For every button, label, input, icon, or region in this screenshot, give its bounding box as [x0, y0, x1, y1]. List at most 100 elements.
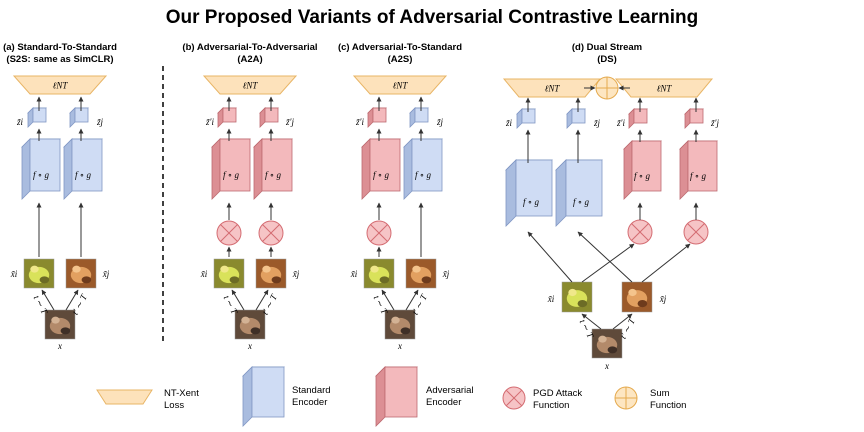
standard-encoder-icon: [242, 366, 285, 427]
input-label: x: [247, 341, 252, 351]
projection-head: [409, 107, 429, 128]
augmented-image-left: [23, 258, 55, 289]
adversarial-encoder: [211, 138, 251, 200]
augmented-image-left: [363, 258, 395, 289]
encoder-label: f ∘ g: [573, 197, 589, 207]
augmented-image-left: [561, 281, 593, 313]
legend-standard-label: Standard: [292, 385, 331, 396]
standard-encoder: [63, 138, 103, 200]
input-label: x: [57, 341, 62, 351]
t-right-label: t′ ∼ T: [410, 292, 429, 317]
legend: NT-XentLossStandardEncoderAdversarialEnc…: [96, 366, 686, 427]
pgd-attack-icon: [258, 220, 284, 246]
encoder-label: f ∘ g: [223, 170, 239, 180]
panel-title: (d) Dual Stream: [572, 42, 642, 53]
x-right-label: x̃j: [659, 294, 667, 304]
arrow-augment-right: [65, 289, 79, 311]
encoder-label: f ∘ g: [634, 171, 650, 181]
panel-title: (b) Adversarial-To-Adversarial: [182, 42, 317, 53]
adversarial-encoder: [623, 140, 662, 200]
encoder-label: f ∘ g: [415, 170, 431, 180]
arrow-augment-left: [381, 289, 395, 311]
input-image: [384, 309, 416, 340]
input-image: [234, 309, 266, 340]
projection-head: [516, 108, 536, 129]
input-image: [44, 309, 76, 340]
x-right-label: x̃j: [292, 269, 300, 279]
arrow-augment-right: [405, 289, 419, 311]
projection-head: [259, 107, 279, 128]
adversarial-encoder-icon: [375, 366, 418, 427]
z-right-label: z̃j: [96, 117, 104, 127]
arrow-right-to-standard: [577, 231, 633, 283]
panel-title: (a) Standard-To-Standard: [3, 42, 117, 53]
panel-s2s: (a) Standard-To-Standard(S2S: same as Si…: [3, 42, 117, 351]
pgd-attack-icon: [502, 386, 526, 410]
legend-adversarial-label: Adversarial: [426, 385, 474, 396]
nt-xent-loss-adversarial: ℓNT: [614, 78, 714, 98]
loss-label: ℓNT: [53, 81, 69, 91]
augmented-image-right: [255, 258, 287, 289]
augmented-image-right: [405, 258, 437, 289]
legend-sum-label: Sum: [650, 388, 670, 399]
arrow-augment-right: [255, 289, 269, 311]
input-image: [591, 328, 623, 359]
projection-head: [684, 108, 704, 129]
encoder-label: f ∘ g: [690, 171, 706, 181]
t-right-label: t′ ∼ T: [260, 292, 279, 317]
loss-label: ℓNT: [393, 81, 409, 91]
panel-subtitle: (A2A): [237, 54, 262, 65]
arrow-left-to-standard: [527, 231, 573, 283]
adversarial-encoder: [361, 138, 401, 200]
legend-loss-label: NT-Xent: [164, 388, 199, 399]
augmented-image-right: [65, 258, 97, 289]
panel-title: (c) Adversarial-To-Standard: [338, 42, 462, 53]
encoder-label: f ∘ g: [265, 170, 281, 180]
arrow-right-to-pgd: [641, 243, 691, 283]
panel-subtitle: (S2S: same as SimCLR): [6, 54, 113, 65]
sum-icon: [614, 386, 638, 410]
legend-standard-label-2: Encoder: [292, 397, 327, 408]
x-right-label: x̃j: [102, 269, 110, 279]
arrow-augment-left: [41, 289, 55, 311]
encoder-label: f ∘ g: [373, 170, 389, 180]
loss-label: ℓNT: [243, 81, 259, 91]
z-right-label: z̃′j: [285, 117, 294, 127]
arrow-augment-left: [581, 313, 602, 330]
projection-head: [628, 108, 648, 129]
figure-title: Our Proposed Variants of Adversarial Con…: [166, 7, 699, 28]
encoder-label: f ∘ g: [75, 170, 91, 180]
x-left-label: x̃i: [200, 269, 208, 279]
arrow-augment-left: [231, 289, 245, 311]
x-left-label: x̃i: [547, 294, 555, 304]
nt-xent-loss: ℓNT: [202, 75, 298, 95]
standard-encoder: [555, 159, 603, 227]
panels-layer: (a) Standard-To-Standard(S2S: same as Si…: [3, 42, 462, 351]
z-left-label: z̃′i: [205, 117, 214, 127]
projection-head: [367, 107, 387, 128]
legend-loss-label-2: Loss: [164, 400, 184, 411]
t-right-label: t′ ∼ T: [618, 316, 637, 341]
adversarial-encoder: [253, 138, 293, 200]
panel-a2s: (c) Adversarial-To-Standard(A2S)ℓNTz̃′if…: [338, 42, 462, 351]
projection-head: [217, 107, 237, 128]
loss-label: ℓNT: [657, 84, 673, 94]
x-left-label: x̃i: [10, 269, 18, 279]
input-label: x: [604, 361, 609, 371]
panel-subtitle: (DS): [597, 54, 617, 65]
input-label: x: [397, 341, 402, 351]
augmented-image-left: [213, 258, 245, 289]
pgd-attack-icon: [216, 220, 242, 246]
arrow-left-to-pgd: [581, 243, 635, 283]
legend-pgd-label-2: Function: [533, 400, 569, 411]
adversarial-encoder: [679, 140, 718, 200]
nt-xent-loss: ℓNT: [12, 75, 108, 95]
sum-icon: [595, 76, 619, 100]
